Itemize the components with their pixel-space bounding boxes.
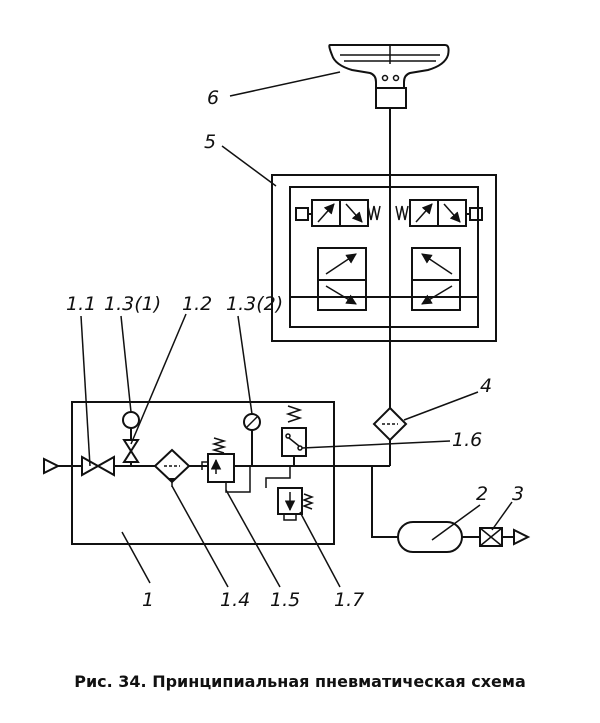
label-1-1: 1.1 xyxy=(66,293,96,315)
pressure-regulator-1-5 xyxy=(201,437,251,493)
label-1-3-1: 1.3(1) xyxy=(104,293,161,315)
label-3: 3 xyxy=(512,483,524,505)
leader-lines xyxy=(80,71,513,588)
label-2: 2 xyxy=(476,483,488,505)
switching-valve-left xyxy=(317,247,367,311)
label-4: 4 xyxy=(480,375,492,397)
gauge-1-3-2 xyxy=(243,413,261,466)
label-1: 1 xyxy=(142,589,154,611)
preparation-unit-1 xyxy=(71,401,335,545)
figure-caption: Рис. 34. Принципиальная пневматическая с… xyxy=(74,672,526,691)
directional-valve-left xyxy=(295,199,381,227)
valve-block-5 xyxy=(271,174,497,342)
label-1-7: 1.7 xyxy=(334,589,364,611)
inlet-port xyxy=(43,457,61,475)
label-5: 5 xyxy=(204,131,216,153)
relief-valve-1-7 xyxy=(265,466,315,521)
filter-1-4 xyxy=(153,448,191,487)
label-1-4: 1.4 xyxy=(220,589,250,611)
receiver-line xyxy=(371,466,398,538)
shutoff-valve-1-1 xyxy=(81,455,115,477)
receiver-2 xyxy=(397,521,463,553)
label-1-3-2: 1.3(2) xyxy=(226,293,283,315)
gripper-6 xyxy=(328,44,450,109)
label-1-2: 1.2 xyxy=(182,293,212,315)
label-1-6: 1.6 xyxy=(452,429,482,451)
label-1-5: 1.5 xyxy=(270,589,300,611)
pressure-switch-1-6 xyxy=(281,405,307,466)
outlet-valve-3 xyxy=(479,527,531,547)
directional-valve-right xyxy=(395,199,483,227)
filter-4 xyxy=(372,406,408,442)
label-6: 6 xyxy=(207,87,219,109)
check-valve-1-2 xyxy=(122,439,140,463)
switching-valve-right xyxy=(411,247,461,311)
